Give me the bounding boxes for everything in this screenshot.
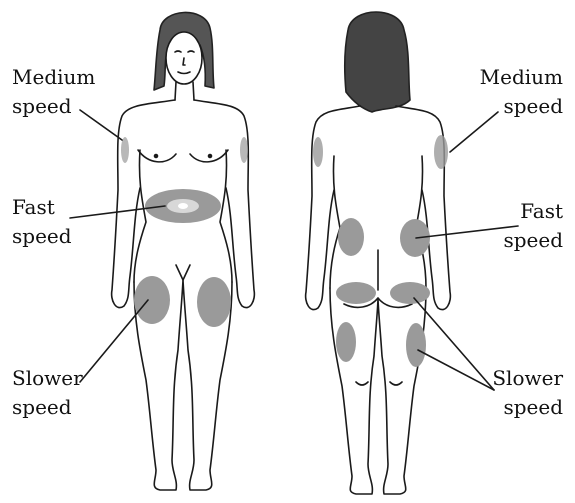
label-left-fast-line2: speed	[12, 222, 72, 251]
front-right-arm-zone	[240, 137, 248, 163]
label-right-fast: Fast speed	[503, 197, 563, 255]
back-left-thigh-zone	[336, 322, 356, 362]
label-left-fast: Fast speed	[12, 193, 72, 251]
label-right-medium-line2: speed	[480, 92, 563, 121]
back-left-arm-zone	[313, 137, 323, 167]
label-right-medium-line1: Medium	[480, 63, 563, 92]
back-right-thigh-zone	[406, 323, 426, 367]
leader-left-slower	[80, 300, 148, 382]
label-left-slower-line1: Slower	[12, 364, 83, 393]
back-hair	[345, 12, 410, 112]
label-right-slower: Slower speed	[492, 364, 563, 422]
label-left-medium-line1: Medium	[12, 63, 95, 92]
label-right-medium: Medium speed	[480, 63, 563, 121]
label-left-medium-line2: speed	[12, 92, 95, 121]
front-figure	[112, 12, 255, 490]
front-left-thigh-zone	[134, 276, 170, 324]
label-left-medium: Medium speed	[12, 63, 95, 121]
label-left-slower: Slower speed	[12, 364, 83, 422]
leader-right-slower-b	[418, 350, 494, 390]
leader-right-slower-a	[414, 298, 494, 390]
back-right-buttock-zone	[390, 282, 430, 304]
label-right-fast-line1: Fast	[503, 197, 563, 226]
front-right-thigh-zone	[197, 277, 231, 327]
back-right-arm-zone	[434, 135, 448, 169]
front-left-arm-zone	[121, 137, 129, 163]
back-legs	[330, 288, 426, 494]
label-right-slower-line1: Slower	[492, 364, 563, 393]
label-left-fast-line1: Fast	[12, 193, 72, 222]
back-left-flank-zone	[338, 218, 364, 256]
back-right-flank-zone	[400, 219, 430, 257]
back-figure	[306, 12, 451, 494]
back-left-buttock-zone	[336, 282, 376, 304]
label-right-fast-line2: speed	[503, 226, 563, 255]
label-right-slower-line2: speed	[492, 393, 563, 422]
label-left-slower-line2: speed	[12, 393, 83, 422]
